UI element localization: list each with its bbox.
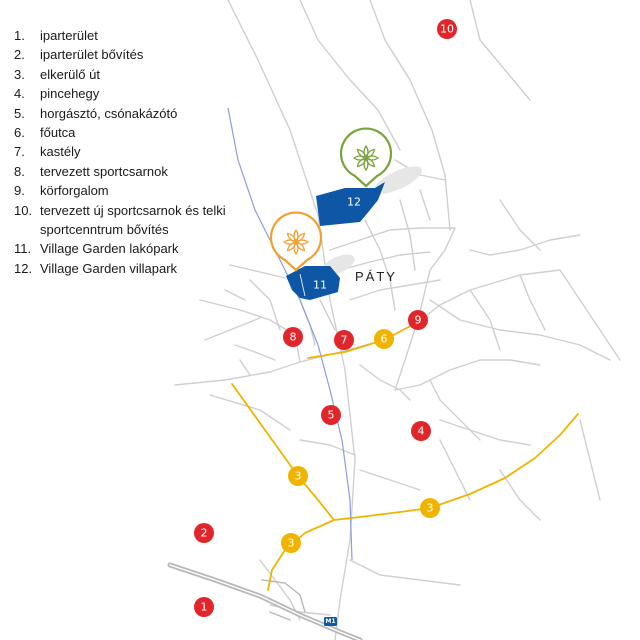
marker-circle xyxy=(288,466,308,486)
marker-label: 3 xyxy=(427,502,434,515)
marker-circle xyxy=(411,421,431,441)
legend-item-number: 5. xyxy=(14,105,25,121)
marker-circle xyxy=(437,19,457,39)
legend-item: 9. körforgalom xyxy=(14,181,250,200)
legend-item: 4. pincehegy xyxy=(14,84,250,103)
m1-label: M1 xyxy=(325,618,335,625)
legend-item: 8. tervezett sportcsarnok xyxy=(14,162,250,181)
marker-4: 4 xyxy=(411,421,431,441)
legend-item-label: kastély xyxy=(40,144,81,160)
area-11-label: 11 xyxy=(313,279,327,292)
legend-item-label: tervezett új sportcsarnok és telki sport… xyxy=(40,202,226,238)
marker-5: 5 xyxy=(321,405,341,425)
town-label: PÁTY xyxy=(355,269,397,284)
marker-circle xyxy=(374,329,394,349)
marker-circle xyxy=(283,327,303,347)
legend-item-number: 11. xyxy=(14,241,32,257)
legend-item: 11. Village Garden lakópark xyxy=(14,239,250,258)
marker-10: 10 xyxy=(437,19,457,39)
legend-item-label: horgásztó, csónakázótó xyxy=(40,105,178,121)
marker-circle xyxy=(194,523,214,543)
legend-item-number: 6. xyxy=(14,125,25,141)
legend-item-label: Village Garden villapark xyxy=(40,260,178,276)
legend-item-number: 1. xyxy=(14,28,25,43)
marker-7: 7 xyxy=(334,330,354,350)
marker-circle xyxy=(281,533,301,553)
legend-item-label: pincehegy xyxy=(40,86,100,102)
marker-label: 9 xyxy=(415,314,422,327)
marker-circle xyxy=(420,498,440,518)
legend-item: 3. elkerülő út xyxy=(14,65,250,84)
legend-item: 7. kastély xyxy=(14,142,250,161)
development-areas xyxy=(286,182,385,300)
green-pin-icon xyxy=(339,127,393,188)
legend: 1. iparterület 2. iparterület bővítés 3. el… xyxy=(14,26,250,278)
marker-label: 4 xyxy=(418,425,425,438)
legend-item-label: Village Garden lakópark xyxy=(40,241,179,257)
area-11-shape xyxy=(286,266,340,300)
legend-item-number: 2. xyxy=(14,47,25,63)
marker-label: 5 xyxy=(328,409,335,422)
marker-label: 1 xyxy=(201,601,208,614)
legend-item-number: 4. xyxy=(14,86,25,102)
marker-3: 3 xyxy=(288,466,308,486)
marker-1: 1 xyxy=(194,597,214,617)
legend-item-number: 8. xyxy=(14,163,25,179)
marker-label: 3 xyxy=(295,470,302,483)
marker-2: 2 xyxy=(194,523,214,543)
marker-label: 2 xyxy=(201,527,208,540)
marker-circle xyxy=(321,405,341,425)
stream xyxy=(227,107,353,561)
marker-circle xyxy=(194,597,214,617)
marker-9: 9 xyxy=(408,310,428,330)
legend-item-label: iparterület bővítés xyxy=(40,47,144,63)
legend-item-number: 12. xyxy=(14,260,33,276)
marker-6: 6 xyxy=(374,329,394,349)
marker-circle xyxy=(408,310,428,330)
marker-circle xyxy=(334,330,354,350)
area-12-label: 12 xyxy=(347,196,361,209)
orange-pin-icon xyxy=(269,211,323,272)
marker-label: 6 xyxy=(381,333,388,346)
marker-label: 7 xyxy=(341,334,348,347)
legend-item: 2. iparterület bővítés xyxy=(14,45,250,64)
motorway xyxy=(167,562,363,640)
legend-item: 6. főutca xyxy=(14,123,250,142)
legend-item: 5. horgásztó, csónakázótó xyxy=(14,104,250,123)
legend-item: 12. Village Garden villapark xyxy=(14,259,250,278)
legend-item-number: 10. xyxy=(14,202,33,218)
legend-item-number: 3. xyxy=(14,66,25,82)
legend-item-label: elkerülő út xyxy=(40,66,100,82)
marker-3: 3 xyxy=(281,533,301,553)
legend-item-label: körforgalom xyxy=(40,183,109,199)
marker-label: 10 xyxy=(440,23,454,36)
m1-sign xyxy=(324,617,337,626)
legend-item-label: tervezett sportcsarnok xyxy=(40,163,168,179)
legend-item-number: 7. xyxy=(14,144,25,160)
legend-item-label: iparterület xyxy=(40,28,98,43)
marker-label: 8 xyxy=(290,331,297,344)
marker-label: 3 xyxy=(288,537,295,550)
area-12-shape xyxy=(316,182,385,226)
legend-item-label: főutca xyxy=(40,125,76,141)
legend-item: 1. iparterület xyxy=(14,26,250,45)
legend-item-number: 9. xyxy=(14,183,25,199)
legend-item: 10. tervezett új sportcsarnok és telki sp… xyxy=(14,201,250,240)
marker-8: 8 xyxy=(283,327,303,347)
marker-3: 3 xyxy=(420,498,440,518)
